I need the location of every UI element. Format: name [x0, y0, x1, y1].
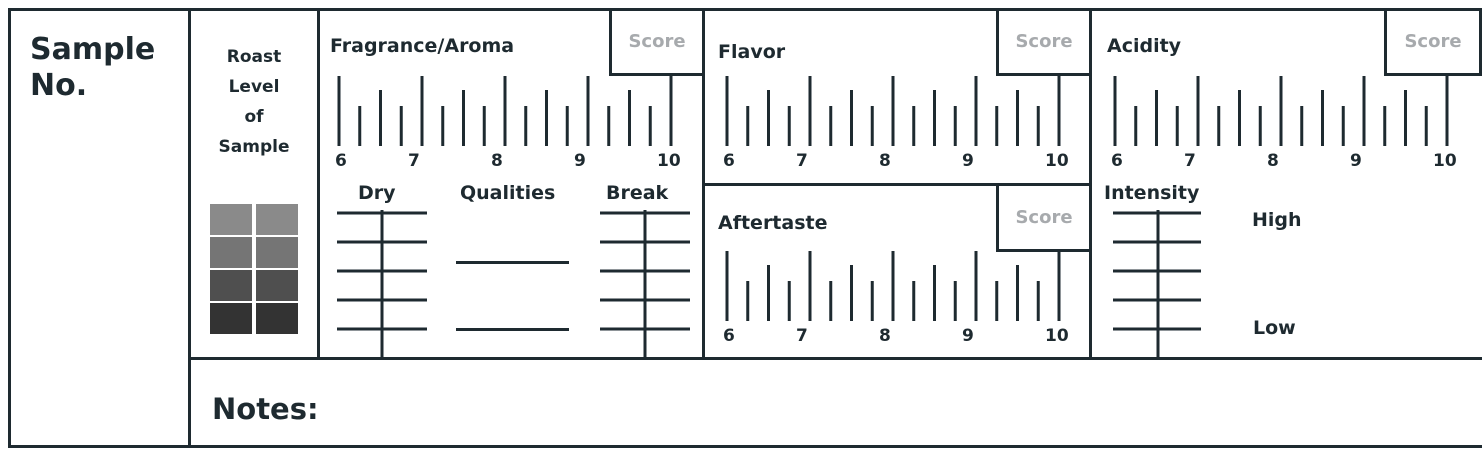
roast-swatch[interactable]	[210, 204, 252, 235]
scale-label: 8	[879, 326, 891, 346]
qualities-label: Qualities	[460, 182, 556, 204]
flavor-score-box[interactable]: Score	[996, 8, 1092, 76]
scale-label: 8	[491, 151, 503, 171]
dry-label: Dry	[358, 182, 396, 204]
scale-label: 9	[962, 151, 974, 171]
scale-label: 9	[962, 326, 974, 346]
roast-label: Roast Level of Sample	[191, 42, 317, 162]
scale-label: 10	[1045, 151, 1069, 171]
scale-label: 8	[879, 151, 891, 171]
scale-label: 9	[1350, 151, 1362, 171]
scale-label: 10	[657, 151, 681, 171]
outer-border-left	[8, 8, 11, 448]
roast-swatch[interactable]	[256, 303, 298, 334]
notes-label: Notes:	[212, 392, 319, 426]
qualities-line-2[interactable]	[456, 328, 569, 331]
scale-label: 7	[408, 151, 420, 171]
notes-area[interactable]	[340, 362, 1480, 444]
acidity-scale[interactable]: 6 7 8 9 10	[1111, 76, 1458, 176]
scale-label: 7	[1184, 151, 1196, 171]
qualities-line-1[interactable]	[456, 261, 569, 264]
scale-label: 10	[1045, 326, 1069, 346]
acidity-intensity-scale[interactable]	[1113, 210, 1205, 358]
outer-border-bottom	[8, 445, 1482, 448]
scale-label: 7	[796, 151, 808, 171]
scale-label: 6	[723, 326, 735, 346]
roast-swatches	[210, 204, 300, 334]
aftertaste-title: Aftertaste	[718, 212, 828, 234]
intensity-label: Intensity	[1104, 182, 1200, 204]
acidity-score-box[interactable]: Score	[1384, 8, 1482, 76]
scale-label: 6	[723, 151, 735, 171]
sample-label-line1: Sample	[30, 32, 156, 67]
dry-intensity-scale[interactable]	[337, 210, 429, 358]
sample-column-divider	[188, 8, 191, 448]
flavor-title: Flavor	[718, 41, 786, 63]
scale-label: 6	[1111, 151, 1123, 171]
flavor-scale[interactable]: 6 7 8 9 10	[723, 76, 1070, 176]
roast-label-line: of	[244, 107, 264, 127]
roast-swatch[interactable]	[210, 303, 252, 334]
scale-label: 6	[335, 151, 347, 171]
roast-swatch[interactable]	[256, 204, 298, 235]
roast-label-line: Roast	[226, 47, 282, 67]
roast-swatch[interactable]	[210, 237, 252, 268]
scale-label: 8	[1267, 151, 1279, 171]
aftertaste-scale[interactable]: 6 7 8 9 10	[723, 251, 1070, 351]
break-intensity-scale[interactable]	[600, 210, 692, 358]
fragrance-scale[interactable]: 6 7 8 9 10	[335, 76, 682, 176]
roast-swatch[interactable]	[256, 270, 298, 301]
low-label: Low	[1253, 317, 1296, 339]
aftertaste-score-box[interactable]: Score	[996, 183, 1092, 252]
high-label: High	[1252, 209, 1302, 231]
outer-border-top	[8, 8, 1482, 11]
roast-swatch[interactable]	[210, 270, 252, 301]
roast-swatch[interactable]	[256, 237, 298, 268]
sample-label-line2: No.	[30, 68, 88, 103]
flavor-aftertaste-divider	[702, 183, 1092, 186]
break-label: Break	[606, 182, 669, 204]
roast-column-divider	[317, 8, 320, 359]
scale-label: 7	[796, 326, 808, 346]
fragrance-title: Fragrance/Aroma	[330, 35, 515, 57]
fragrance-score-box[interactable]: Score	[609, 8, 705, 76]
scale-label: 10	[1433, 151, 1457, 171]
acidity-title: Acidity	[1107, 35, 1182, 57]
roast-label-line: Level	[228, 77, 280, 97]
roast-label-line: Sample	[218, 137, 290, 157]
scale-label: 9	[574, 151, 586, 171]
notes-divider	[188, 357, 1482, 360]
